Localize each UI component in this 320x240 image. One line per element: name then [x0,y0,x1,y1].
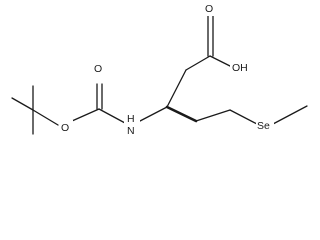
atom-nitrogen: N [127,125,135,137]
atom-hydroxyl: OH [232,62,248,74]
bond-chain-ch2-ch2 [195,109,231,122]
molecule-structure: O O H N O OH Se [11,2,308,137]
bond-tbu-to-oxygen [32,109,59,126]
bond-se-to-methyl [272,105,308,125]
bond-carbonyl-to-n [98,108,126,124]
bond-ch2-to-acid-carbon [185,55,211,71]
bond-ester-o-carbonyl [71,108,100,122]
bond-n-to-chiral-center [139,106,168,122]
atom-nh-hydrogen: H [127,113,135,125]
atom-selenium: Se [257,120,270,132]
bond-chiral-to-ch2 [166,69,187,108]
structure-canvas: O O H N O OH Se [11,2,308,137]
bond-acid-to-oh [209,55,233,68]
bond-tbu-methyl-left [11,97,34,111]
bond-ch2-to-se [229,109,258,125]
atom-carbonyl-oxygen: O [94,63,102,75]
atom-ester-oxygen: O [61,122,69,134]
atom-acid-carbonyl-oxygen: O [205,3,213,15]
bond-chiral-to-chain [165,105,198,123]
